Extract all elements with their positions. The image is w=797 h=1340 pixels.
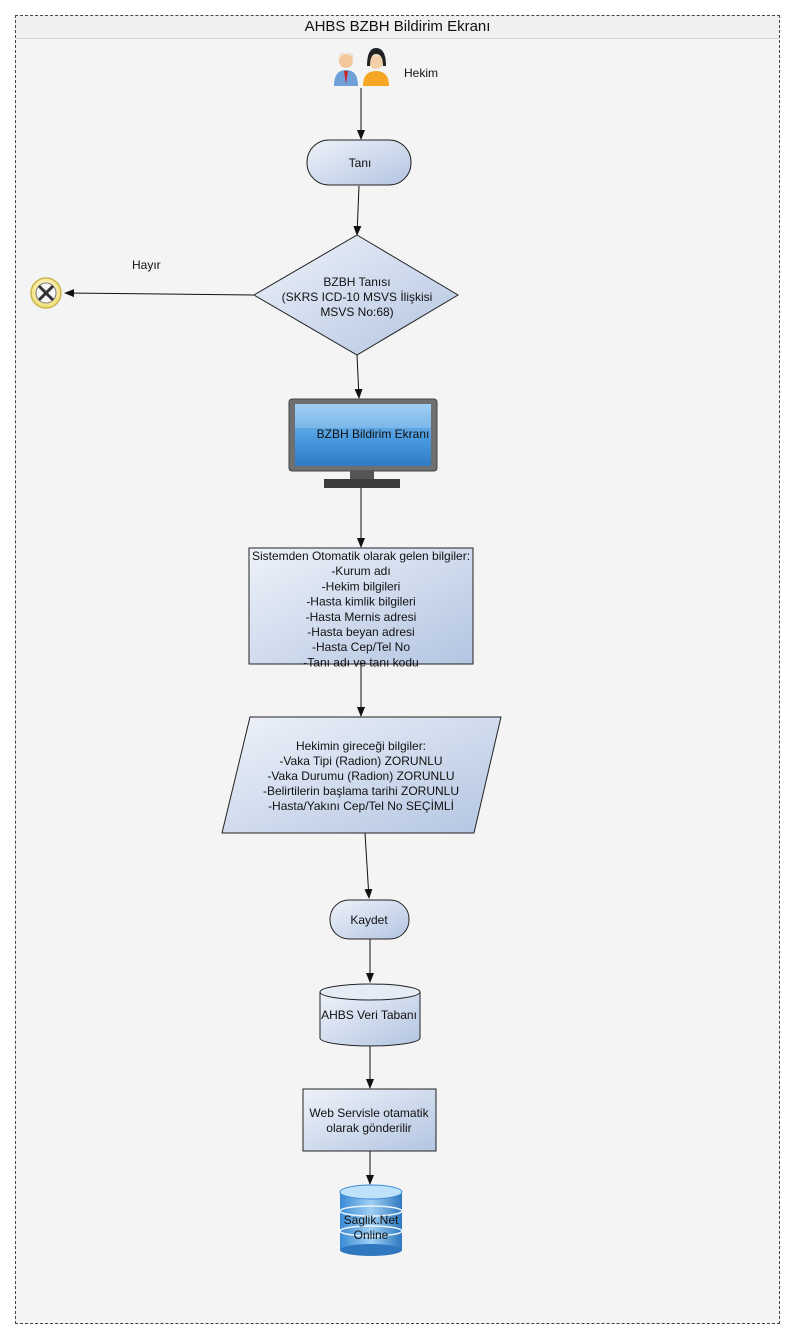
decision-node [253,234,459,356]
manual-info-line: -Vaka Tipi (Radion) ZORUNLU [279,754,442,768]
server-database-icon [339,1184,403,1256]
auto-info-line: -Hasta Mernis adresi [306,610,417,624]
flow-arrow [364,832,373,899]
manual-info-node [221,716,502,834]
decision-line-1: BZBH Tanısı [323,275,390,289]
save-label: Kaydet [350,913,388,927]
diagram-title: AHBS BZBH Bildirim Ekranı [16,16,779,39]
manual-info-line: Hekimin gireceği bilgiler: [296,739,426,753]
flow-arrow [354,354,363,399]
users-icon [334,48,389,86]
monitor-icon [288,398,438,488]
no-label: Hayır [132,258,161,272]
manual-info-line: -Hasta/Yakını Cep/Tel No SEÇİMLİ [268,799,454,813]
database-icon [319,983,421,1047]
actor-label: Hekim [404,66,438,80]
sagliknet-line-2: Online [354,1228,389,1242]
auto-info-line: -Hasta Cep/Tel No [312,640,410,654]
auto-info-line: -Kurum adı [331,564,390,578]
tani-node [306,139,412,186]
ws-line-1: Web Servisle otamatik [309,1106,429,1120]
manual-info-line: -Vaka Durumu (Radion) ZORUNLU [267,769,454,783]
sagliknet-line-1: Saglik.Net [344,1213,399,1227]
flow-arrow-no [64,289,255,298]
decision-line-2: (SKRS ICD-10 MSVS İlişkisi [282,290,433,304]
save-node [329,899,410,940]
ws-line-2: olarak gönderilir [326,1121,411,1135]
manual-info-line: -Belirtilerin başlama tarihi ZORUNLU [263,784,459,798]
db-label: AHBS Veri Tabanı [321,1008,417,1022]
web-service-node [302,1088,437,1152]
auto-info-line: Sistemden Otomatik olarak gelen bilgiler… [252,549,470,563]
auto-info-line: -Hasta beyan adresi [307,625,414,639]
auto-info-line: -Tanı adı ve tanı kodu [303,655,418,669]
auto-info-line: -Hekim bilgileri [322,579,401,593]
decision-line-3: MSVS No:68) [320,305,393,319]
terminate-icon [30,277,62,309]
auto-info-box [248,547,474,665]
flow-arrow [353,185,362,236]
auto-info-line: -Hasta kimlik bilgileri [306,595,415,609]
tani-label: Tanı [349,156,372,170]
screen-label: BZBH Bildirim Ekranı [317,427,430,441]
